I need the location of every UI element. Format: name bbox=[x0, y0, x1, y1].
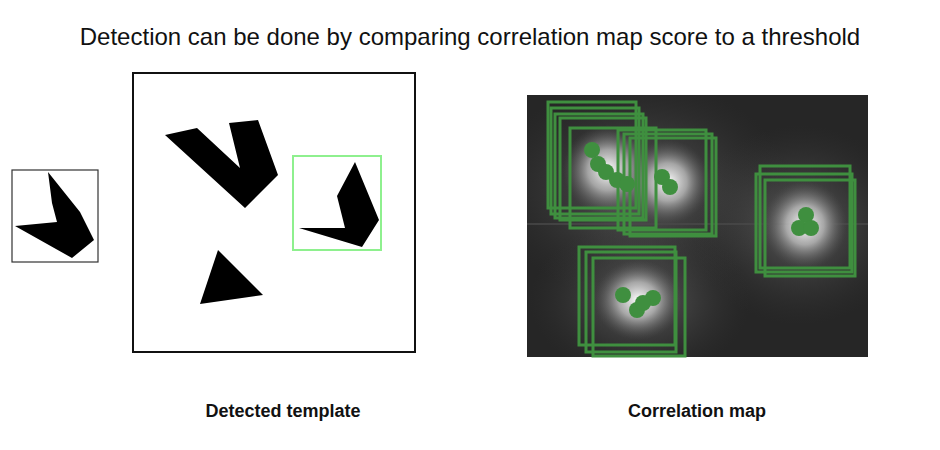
template-image bbox=[12, 170, 98, 262]
correlation-map bbox=[527, 95, 868, 357]
search-image bbox=[133, 73, 415, 352]
detection-points bbox=[584, 142, 819, 318]
image-caption: Correlation map bbox=[628, 401, 766, 422]
detection-boxes bbox=[548, 102, 855, 356]
subtitle: Detection can be done by comparing corre… bbox=[80, 23, 860, 51]
image-caption: Detected template bbox=[205, 401, 360, 422]
